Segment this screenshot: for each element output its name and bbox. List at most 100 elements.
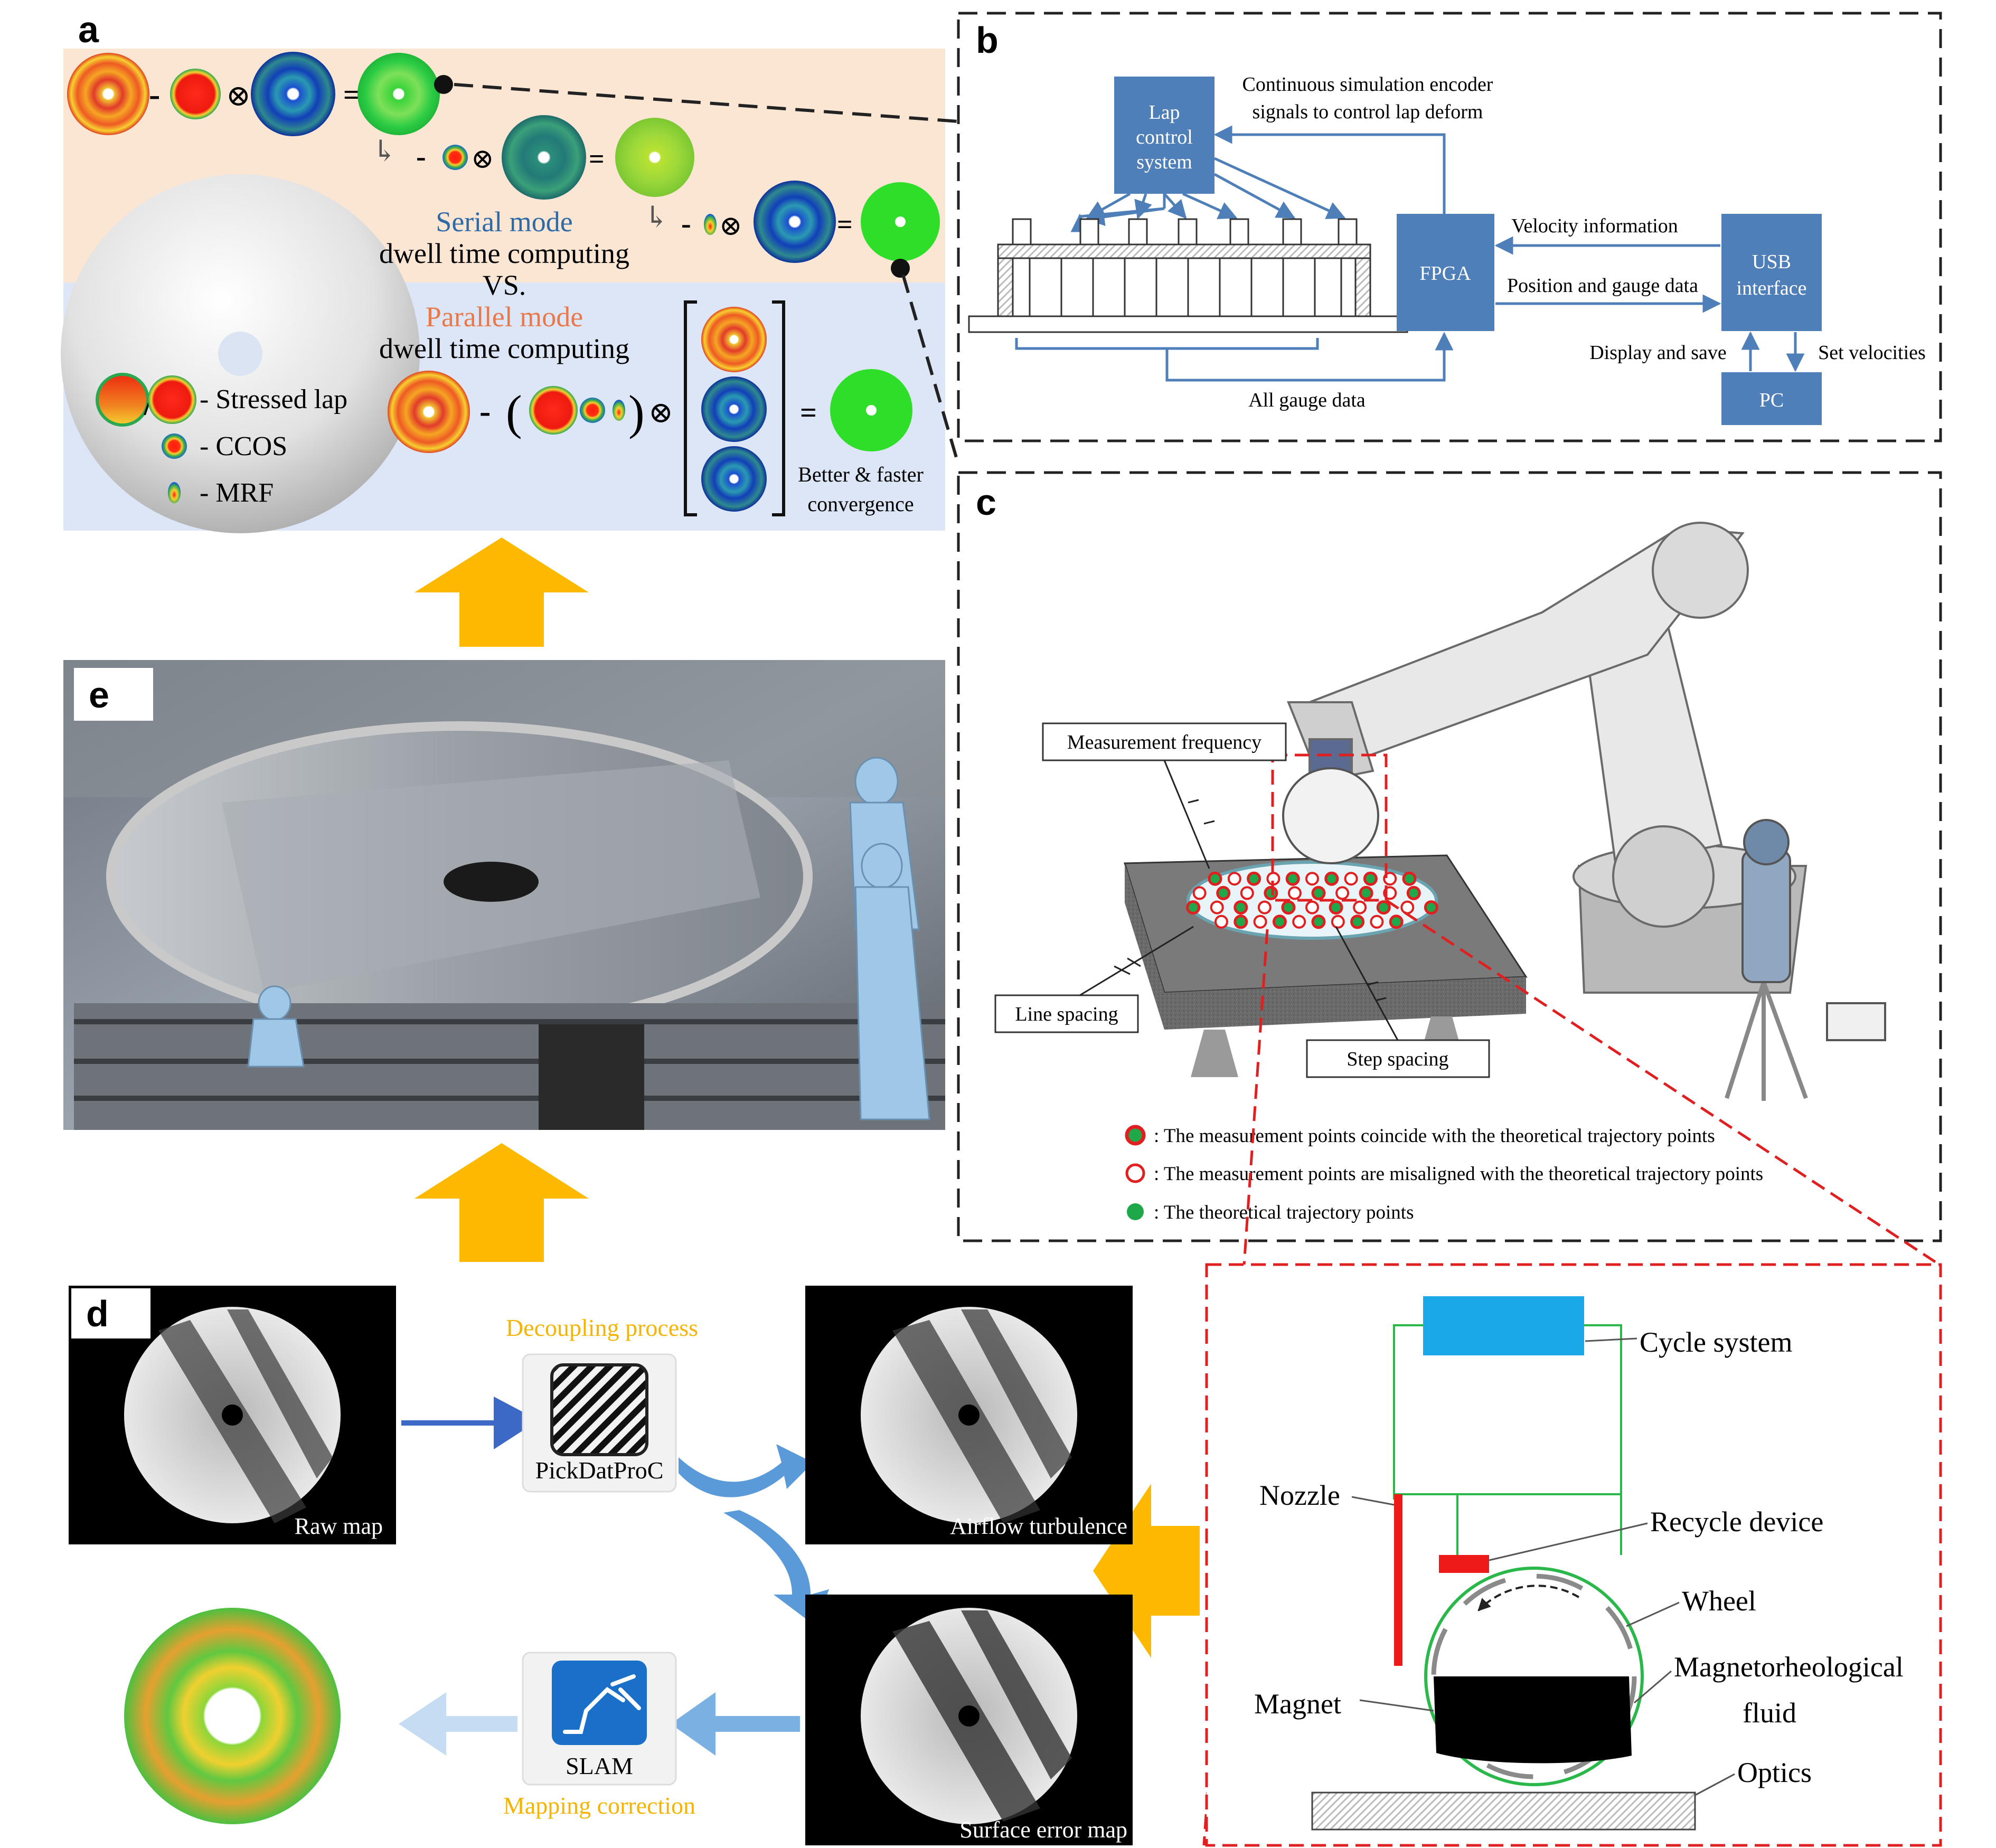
misaligned-point: [1353, 900, 1367, 914]
legend-coincide: : The measurement points coincide with t…: [1154, 1125, 1715, 1147]
arrow-left-to-d: [1093, 1484, 1200, 1658]
ccos-function: [580, 398, 605, 423]
coincident-point: [1363, 871, 1378, 886]
panel-c-legend: : The measurement points coincide with t…: [1125, 1125, 1763, 1223]
misaligned-point: [1257, 900, 1272, 914]
pickdat-label: PickDatProC: [535, 1457, 664, 1484]
probe-zoom-box: [1271, 753, 1388, 902]
panel-label-d: d: [86, 1293, 109, 1334]
step-spacing-label: Step spacing: [1347, 1048, 1448, 1070]
arrow-surface-to-slam: [671, 1692, 800, 1756]
ccos-function: [442, 145, 468, 170]
coincident-point: [1376, 900, 1391, 915]
mrf-inset: Cycle system Nozzle Recycle device Wheel…: [1205, 1263, 1942, 1847]
nozzle[interactable]: [1394, 1494, 1402, 1666]
set-velocities-label: Set velocities: [1818, 342, 1926, 364]
panel-c-frame: [957, 471, 1942, 1242]
parallel-mode-title: Parallel mode: [426, 301, 583, 333]
slam-label: SLAM: [566, 1752, 633, 1779]
minus-sign: -: [149, 76, 160, 113]
connector-dot-bottom: [891, 259, 910, 278]
optics[interactable]: [1311, 1792, 1696, 1831]
line-spacing-box: [994, 994, 1139, 1033]
wheel[interactable]: [1424, 1567, 1644, 1786]
coincident-point: [1234, 914, 1248, 929]
panel-label-c: c: [976, 482, 996, 523]
lap-actuators: [1070, 157, 1346, 232]
coincident-point: [1350, 914, 1365, 929]
vs-label: VS.: [483, 269, 526, 301]
workers: [247, 757, 930, 1120]
minus-sign: -: [416, 140, 426, 173]
dwell-ccos: [701, 376, 767, 442]
simulation-label-2: signals to control lap deform: [1253, 101, 1483, 123]
display-label: Display and save: [1589, 342, 1727, 364]
lap-control-label-3: system: [1136, 151, 1192, 173]
surface-map-initial: [67, 53, 149, 135]
serial-mode-title: Serial mode: [436, 206, 572, 238]
magnet-leader: [1359, 1699, 1434, 1712]
misaligned-point: [1210, 900, 1224, 914]
step-spacing-box: [1306, 1039, 1490, 1078]
measurement-frequency-leader: [1163, 760, 1215, 869]
misaligned-point: [1370, 914, 1384, 929]
coincident-point: [1324, 871, 1339, 886]
misaligned-point: [1331, 914, 1345, 929]
magnet[interactable]: [1434, 1676, 1632, 1764]
serial-row-3: ↳ - ⊗ =: [644, 181, 940, 278]
lap-structure: [968, 243, 1408, 333]
matrix-bracket-left: [684, 300, 697, 516]
mapping-correction-label: Mapping correction: [503, 1792, 695, 1819]
connector-dot-top: [434, 75, 453, 94]
usb-label-1: USB: [1752, 251, 1791, 273]
panel-b: b Lap control system Continuous simulati…: [957, 12, 1942, 442]
table-leg-left: [1191, 1030, 1238, 1077]
final-map-hole: [212, 1696, 252, 1736]
result-map-hole: [866, 405, 877, 416]
surface-error-label: Surface error map: [959, 1817, 1127, 1843]
mrf-icon: [168, 482, 181, 503]
fpga-box[interactable]: [1397, 214, 1494, 331]
legend-misaligned: : The measurement points are misaligned …: [1154, 1163, 1763, 1185]
cycle-system-label: Cycle system: [1640, 1326, 1792, 1358]
equals-sign: =: [589, 144, 605, 174]
coincident-point: [1272, 914, 1287, 929]
raw-map-hole: [222, 1404, 243, 1426]
arrow-to-airflow: [679, 1444, 813, 1497]
serial-row-1: - ⊗ =: [67, 52, 453, 136]
coincident-point: [1389, 914, 1404, 929]
parallel-mode-subtitle: dwell time computing: [379, 333, 629, 364]
line-spacing-leader: [1079, 926, 1194, 996]
pc-box[interactable]: [1721, 372, 1822, 425]
table-side: [1125, 863, 1164, 1030]
residual-map-lime: [615, 118, 694, 197]
airflow-label: Airflow turbulence: [950, 1513, 1127, 1539]
turn-arrow: ↳: [644, 201, 669, 234]
nozzle-label: Nozzle: [1259, 1479, 1340, 1511]
residual-map-green: [357, 53, 440, 135]
airflow-hole: [958, 1404, 980, 1426]
dashed-connector-bottom: [901, 274, 960, 465]
coincident-point: [1402, 871, 1417, 886]
misaligned-point: [1253, 914, 1267, 929]
convergence-line-1: Better & faster: [798, 463, 924, 486]
turn-arrow: ↳: [372, 135, 397, 168]
raw-map-label: Raw map: [295, 1513, 383, 1539]
recycle-device[interactable]: [1439, 1555, 1489, 1573]
coincident-point: [1406, 885, 1421, 900]
line-spacing-label: Line spacing: [1015, 1003, 1118, 1025]
matrix-bracket-right: [772, 300, 785, 516]
panel-label-b: b: [976, 20, 999, 61]
panel-a: a - ⊗ = ↳ - ⊗ = ↳ -: [61, 9, 945, 533]
cycle-system-box[interactable]: [1423, 1296, 1584, 1355]
measurement-frequency-box: [1042, 722, 1287, 761]
lap-control-box[interactable]: [1114, 77, 1214, 194]
pc-label: PC: [1759, 389, 1784, 411]
coincident-point: [1311, 914, 1326, 929]
recycle-device-label: Recycle device: [1650, 1506, 1823, 1538]
coincident-point: [1285, 871, 1300, 886]
coincident-point: [1186, 900, 1201, 915]
usb-box[interactable]: [1721, 214, 1822, 331]
misaligned-point: [1305, 872, 1319, 886]
mirror-center-hole: [444, 862, 539, 902]
